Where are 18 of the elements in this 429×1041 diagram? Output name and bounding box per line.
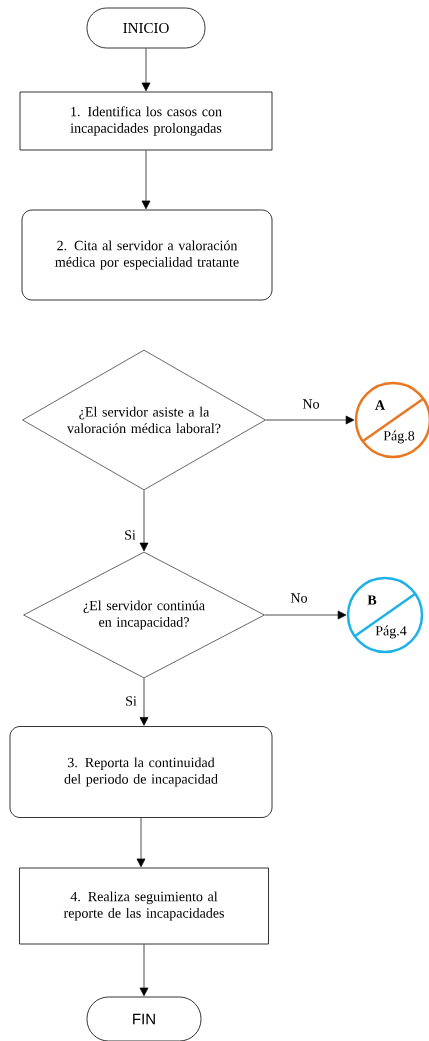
arrow bbox=[139, 677, 149, 726]
process-box: 4. Realiza seguimiento al reporte de las incapacidades bbox=[19, 867, 269, 945]
arrow bbox=[141, 150, 151, 210]
rounded-process-box: 2. Cita al servidor a valoración médica por especialidad tratante bbox=[21, 209, 273, 301]
arrow bbox=[141, 48, 151, 92]
arrow bbox=[136, 817, 146, 868]
page-connector: B Pág.4 bbox=[346, 576, 424, 654]
arrow bbox=[265, 415, 355, 425]
edge-label: No bbox=[289, 592, 309, 604]
edge-label: Si bbox=[123, 529, 137, 541]
arrow bbox=[139, 489, 149, 552]
rounded-process-box: 3. Reporta la continuidad del periodo de incapacidad bbox=[9, 726, 273, 818]
edge-label: Si bbox=[124, 695, 138, 707]
edge-label: No bbox=[301, 398, 321, 410]
page-connector: A Pág.8 bbox=[354, 381, 429, 459]
arrow bbox=[264, 610, 347, 620]
process-box: 1. Identifica los casos con incapacidades prolongadas bbox=[19, 91, 273, 151]
arrow bbox=[139, 944, 149, 997]
